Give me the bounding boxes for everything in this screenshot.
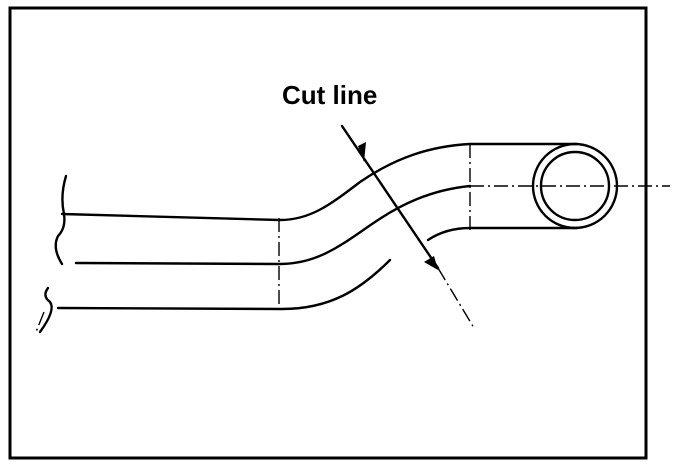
tube-bottom-edge-right <box>426 226 579 242</box>
cut-line <box>340 124 440 270</box>
tube-end-inner-circle <box>539 150 611 222</box>
tube-top-edge <box>60 142 579 222</box>
bore-line <box>74 184 472 266</box>
break-mark-bottom <box>38 286 53 334</box>
cut-line-extension <box>437 267 475 329</box>
left-end-extension <box>35 311 45 333</box>
cut-line-label: Cut line <box>282 80 377 110</box>
break-mark-top <box>54 174 68 266</box>
cut-line-arrow-top <box>358 142 366 162</box>
tube-end-outer-circle <box>531 142 619 230</box>
figure-border <box>8 6 648 460</box>
tube-bottom-edge <box>56 258 392 311</box>
cut-line-arrow-bottom <box>424 256 438 270</box>
